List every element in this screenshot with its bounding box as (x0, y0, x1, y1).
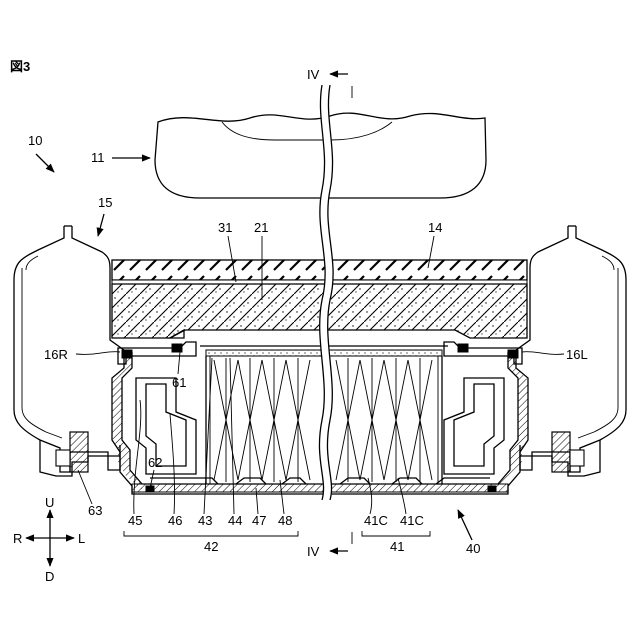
label-61: 61 (172, 375, 186, 390)
label-47: 47 (252, 513, 266, 528)
label-45: 45 (128, 513, 142, 528)
direction-left-label: L (78, 531, 85, 546)
label-21: 21 (254, 220, 268, 235)
figure-title: 図3 (10, 59, 30, 74)
inner-bracket-left (136, 378, 196, 474)
label-iv-bottom: IV (307, 544, 320, 559)
label-41C-b: 41C (400, 513, 424, 528)
label-62: 62 (148, 455, 162, 470)
side-frame-left (14, 226, 124, 472)
part-40-pan-frame (112, 350, 528, 494)
label-42: 42 (204, 539, 218, 554)
label-15: 15 (98, 195, 112, 210)
part-14-cover (112, 260, 527, 280)
section-marker-bottom: IV (307, 532, 352, 559)
bottom-plates (132, 478, 508, 492)
label-10: 10 (28, 133, 42, 148)
label-43: 43 (198, 513, 212, 528)
direction-down-label: D (45, 569, 54, 584)
label-iv-top: IV (307, 67, 320, 82)
label-63: 63 (88, 503, 102, 518)
label-16L: 16L (566, 347, 588, 362)
direction-indicator: U D L R (13, 495, 85, 584)
direction-right-label: R (13, 531, 22, 546)
label-14: 14 (428, 220, 442, 235)
label-41: 41 (390, 539, 404, 554)
label-16R: 16R (44, 347, 68, 362)
label-46: 46 (168, 513, 182, 528)
label-41C-a: 41C (364, 513, 388, 528)
label-11: 11 (91, 150, 105, 165)
label-40: 40 (466, 541, 480, 556)
label-44: 44 (228, 513, 242, 528)
label-48: 48 (278, 513, 292, 528)
inner-bracket-right (444, 378, 504, 474)
label-31: 31 (218, 220, 232, 235)
direction-up-label: U (45, 495, 54, 510)
part-11-cushion (155, 113, 486, 198)
